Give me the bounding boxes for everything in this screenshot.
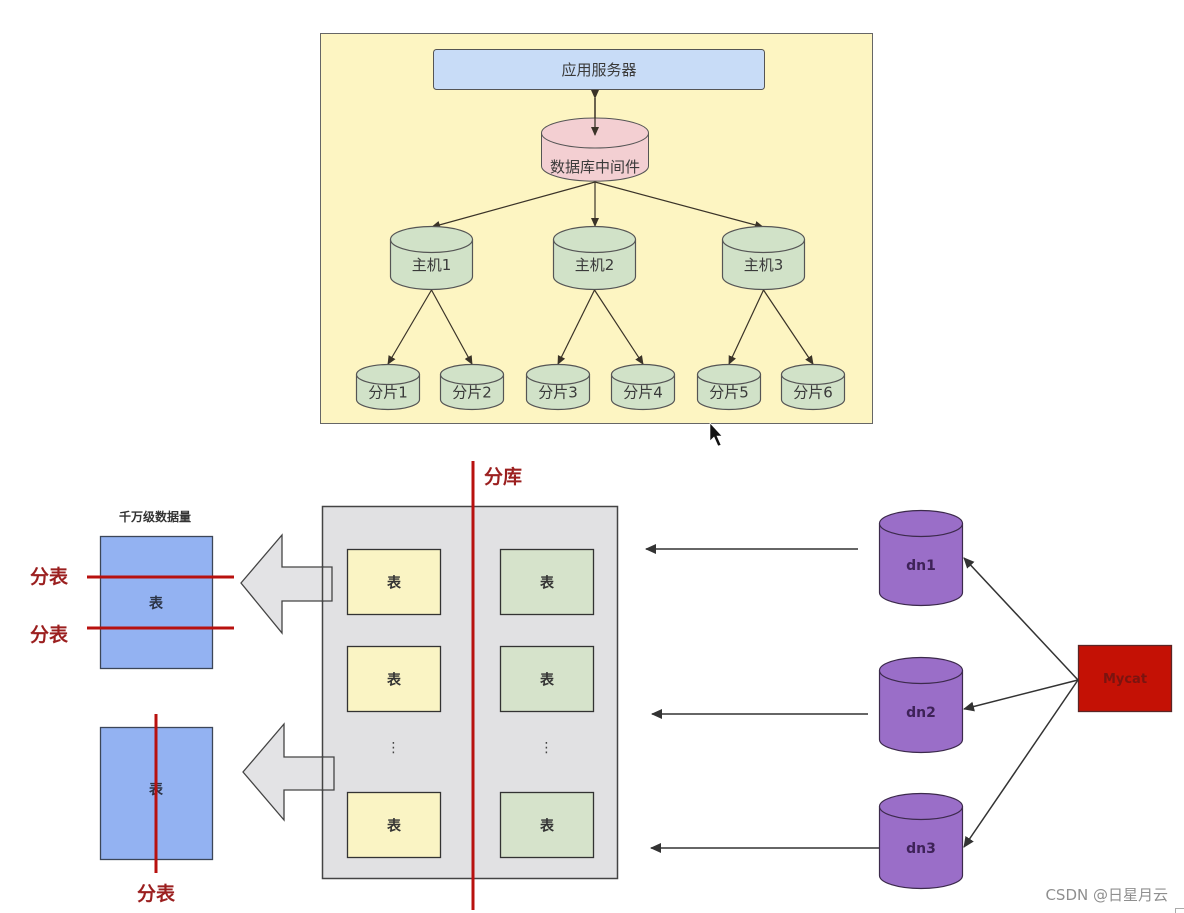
shard-6-cylinder-label: 分片6 <box>793 384 833 402</box>
mycat-to-dn2-arrow <box>963 679 1079 712</box>
right-table-box <box>499 791 595 859</box>
host-1-cylinder: 主机1 <box>389 225 474 291</box>
host1-to-shard-arrow <box>387 289 433 365</box>
shard-4-cylinder-label: 分片4 <box>623 384 663 402</box>
shard-5-cylinder-label: 分片5 <box>709 384 749 402</box>
right-table-label: 表 <box>539 818 555 835</box>
big-table-caption: 千万级数据量 <box>119 509 191 524</box>
shard-3-cylinder-label: 分片3 <box>538 384 578 402</box>
host2-to-shard-arrow <box>593 289 644 365</box>
host3-to-shard-arrow <box>728 289 765 365</box>
data-node-3-cylinder-label: dn3 <box>906 841 936 857</box>
split-table-label-3: 分表 <box>137 882 176 905</box>
split-database-label: 分库 <box>484 465 522 488</box>
shard-5-cylinder: 分片5 <box>696 363 762 411</box>
cut-off-text-line <box>0 0 1184 5</box>
right-table-ellipsis: ⋮ <box>540 740 554 756</box>
left-table-label: 表 <box>386 818 402 835</box>
right-table-label: 表 <box>539 672 555 689</box>
shard-4-cylinder: 分片4 <box>610 363 676 411</box>
host-2-cylinder: 主机2 <box>552 225 637 291</box>
horizontal-split-table-label: 表 <box>148 595 164 612</box>
split-table-label-1: 分表 <box>30 565 69 588</box>
app-server-box <box>433 49 765 90</box>
left-table-box <box>346 548 442 616</box>
data-node-3-cylinder: dn3 <box>878 792 964 890</box>
mycat-to-dn1-arrow <box>963 557 1079 681</box>
left-table-box <box>346 791 442 859</box>
shard-2-cylinder-label: 分片2 <box>452 384 492 402</box>
shard-1-cylinder-label: 分片1 <box>368 384 408 402</box>
app-server-label: 应用服务器 <box>561 61 636 79</box>
mycat-to-dn3-arrow <box>963 679 1079 848</box>
shard-3-cylinder: 分片3 <box>525 363 591 411</box>
host3-to-shard-arrow <box>763 289 814 365</box>
host-3-cylinder: 主机3 <box>721 225 806 291</box>
middleware-to-host1-arrow <box>431 181 596 229</box>
left-table-label: 表 <box>386 575 402 592</box>
watermark: CSDN @日星月云 <box>1045 886 1168 904</box>
shard-1-cylinder: 分片1 <box>355 363 421 411</box>
host1-to-shard-arrow <box>430 289 473 365</box>
left-table-ellipsis: ⋮ <box>387 740 401 756</box>
middleware-to-host3-arrow <box>594 181 764 229</box>
host2-to-shard-arrow <box>557 289 596 365</box>
data-node-1-cylinder: dn1 <box>878 509 964 607</box>
mouse-cursor <box>709 422 723 447</box>
mycat-box <box>1077 644 1173 713</box>
hollow-arrow-upper <box>240 533 333 635</box>
corner-mark <box>1175 908 1184 913</box>
sharding-architecture-diagram: 应用服务器 数据库中间件 主机1 主机2 主机3 分片1 分片2 分片3 分片4 分片5 分片… <box>320 33 873 424</box>
host-1-cylinder-label: 主机1 <box>412 256 452 274</box>
split-database-table-diagram: 分库 表表⋮表 表表⋮表 千万级数据量 表 分表 分表 表 分表 dn1dn2d… <box>30 461 1173 910</box>
right-table-box <box>499 548 595 616</box>
host-3-cylinder-label: 主机3 <box>744 256 784 274</box>
data-node-1-cylinder-label: dn1 <box>906 558 936 574</box>
hollow-arrow-lower <box>242 722 335 822</box>
left-table-box <box>346 645 442 713</box>
middleware-cylinder: 数据库中间件 <box>541 98 649 182</box>
horizontal-split-table <box>99 535 214 670</box>
data-node-2-cylinder: dn2 <box>878 656 964 754</box>
left-table-label: 表 <box>386 672 402 689</box>
mycat-label: Mycat <box>1103 672 1147 687</box>
middleware-label: 数据库中间件 <box>550 158 640 176</box>
data-node-2-cylinder-label: dn2 <box>906 705 936 721</box>
right-table-box <box>499 645 595 713</box>
shard-6-cylinder: 分片6 <box>780 363 846 411</box>
right-table-label: 表 <box>539 575 555 592</box>
shard-2-cylinder: 分片2 <box>439 363 505 411</box>
split-table-label-2: 分表 <box>30 623 69 646</box>
host-2-cylinder-label: 主机2 <box>575 256 615 274</box>
